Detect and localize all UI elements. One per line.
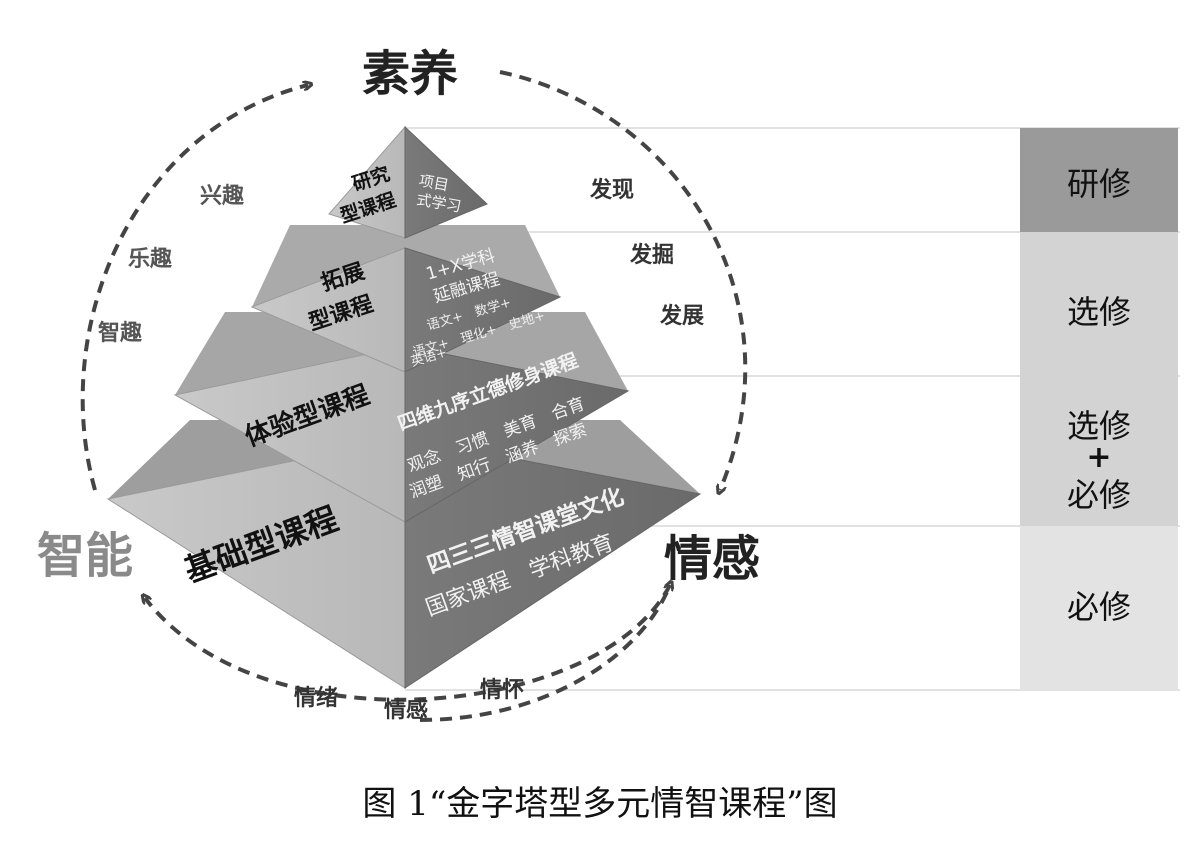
table-label-research: 研修 bbox=[1067, 165, 1131, 203]
table-label-required: 必修 bbox=[1067, 588, 1131, 626]
layer-expand-right-face bbox=[404, 247, 562, 373]
layer-basic-right-face bbox=[404, 437, 702, 689]
table-label-required-bottom: 必修 bbox=[1067, 476, 1131, 514]
arc-word-explore: 发掘 bbox=[629, 242, 674, 268]
layer-expand-top bbox=[252, 225, 560, 307]
arc-word-develop: 发展 bbox=[659, 303, 704, 329]
research-desc-line1: 项目 bbox=[418, 172, 451, 195]
pyramid: 研究 型课程 项目 式学习 拓展 型课程 1+X学科 延融课程 语文+ 数学+ … bbox=[106, 125, 702, 689]
arc-word-interest: 兴趣 bbox=[200, 183, 244, 209]
layer-experience-right-face bbox=[404, 345, 630, 523]
layer-research bbox=[328, 125, 488, 239]
arc-word-emotion: 情绪 bbox=[294, 685, 338, 711]
table-cell-elective-required bbox=[1020, 376, 1178, 526]
layer-experience-top bbox=[175, 312, 628, 395]
cycle-arrows bbox=[80, 70, 748, 722]
side-table: 研修 选修 选修 + 必修 必修 bbox=[405, 127, 1180, 691]
table-cell-research bbox=[1020, 128, 1178, 232]
arc-word-discover: 发现 bbox=[589, 177, 634, 203]
layer-experience bbox=[173, 312, 630, 523]
corner-label-right: 情感 bbox=[664, 531, 760, 587]
table-cell-required bbox=[1020, 526, 1178, 690]
arc-word-feeling: 情感 bbox=[384, 697, 428, 723]
layer-expand bbox=[250, 225, 562, 373]
layer-research-right-face bbox=[404, 125, 488, 239]
table-label-elective-top: 选修 bbox=[1067, 407, 1131, 445]
corner-label-left: 智能 bbox=[37, 528, 133, 584]
table-label-plus: + bbox=[1086, 440, 1111, 475]
arrow-right-down bbox=[499, 70, 748, 490]
corner-label-top: 素养 bbox=[362, 46, 458, 102]
arrow-bottom-right bbox=[419, 585, 670, 722]
figure-caption: 图 1“金字塔型多元情智课程”图 bbox=[362, 784, 837, 824]
table-label-elective: 选修 bbox=[1067, 293, 1131, 331]
arrow-left-up bbox=[80, 85, 308, 491]
arc-word-wisdom: 智趣 bbox=[98, 320, 142, 346]
table-cell-elective bbox=[1020, 232, 1178, 376]
arc-word-sentiment: 情怀 bbox=[480, 677, 524, 703]
arc-word-fun: 乐趣 bbox=[128, 246, 172, 272]
arrow-bottom-left bbox=[145, 584, 672, 702]
